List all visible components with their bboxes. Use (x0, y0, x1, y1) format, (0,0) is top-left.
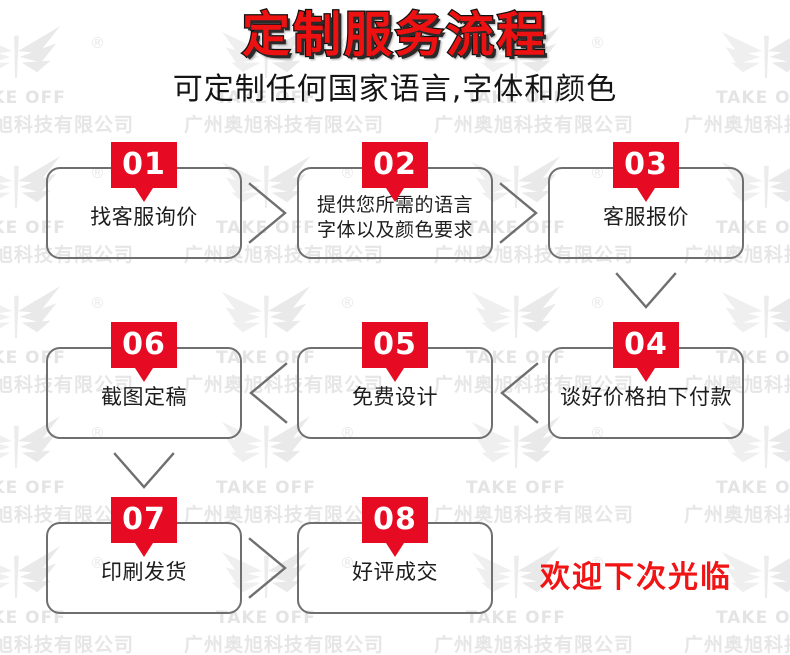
closing-message: 欢迎下次光临 (540, 560, 732, 595)
connector-02-to-03 (499, 182, 539, 244)
flow-step-label: 谈好价格拍下付款 (560, 385, 732, 410)
step-number: 06 (122, 327, 166, 362)
step-number: 02 (373, 147, 417, 182)
flow-step-label: 印刷发货 (101, 560, 187, 585)
header: 定制服务流程 可定制任何国家语言,字体和颜色 (0, 0, 790, 106)
flow-step-02[interactable]: 提供您所需的语言 字体以及颜色要求 (297, 167, 493, 259)
connector-03-to-04 (615, 272, 677, 310)
flow-step-label: 提供您所需的语言 字体以及颜色要求 (316, 193, 473, 241)
step-number: 03 (624, 147, 668, 182)
flow-step-label: 找客服询价 (90, 205, 198, 230)
page-title: 定制服务流程 (241, 6, 548, 64)
step-number: 05 (373, 327, 417, 362)
step-number-badge-05: 05 (362, 322, 428, 382)
step-number: 08 (373, 502, 417, 537)
flow-step-label: 好评成交 (352, 560, 438, 585)
step-number-badge-08: 08 (362, 497, 428, 557)
step-number-badge-02: 02 (362, 142, 428, 202)
flow-step-label: 截图定稿 (101, 385, 187, 410)
step-number: 01 (122, 147, 166, 182)
step-number-badge-07: 07 (111, 497, 177, 557)
page-subtitle: 可定制任何国家语言,字体和颜色 (172, 72, 618, 108)
connector-05-to-06 (248, 362, 288, 424)
connector-07-to-08 (248, 537, 288, 599)
connector-04-to-05 (499, 362, 539, 424)
step-number-badge-03: 03 (613, 142, 679, 202)
step-number-badge-06: 06 (111, 322, 177, 382)
step-number-badge-04: 04 (613, 322, 679, 382)
connector-01-to-02 (248, 182, 288, 244)
flow-step-label: 客服报价 (603, 205, 689, 230)
flow-step-06[interactable]: 截图定稿 (46, 347, 242, 439)
step-number: 04 (624, 327, 668, 362)
connector-06-to-07 (113, 452, 175, 490)
step-number-badge-01: 01 (111, 142, 177, 202)
flow-step-label: 免费设计 (352, 385, 438, 410)
step-number: 07 (122, 502, 166, 537)
